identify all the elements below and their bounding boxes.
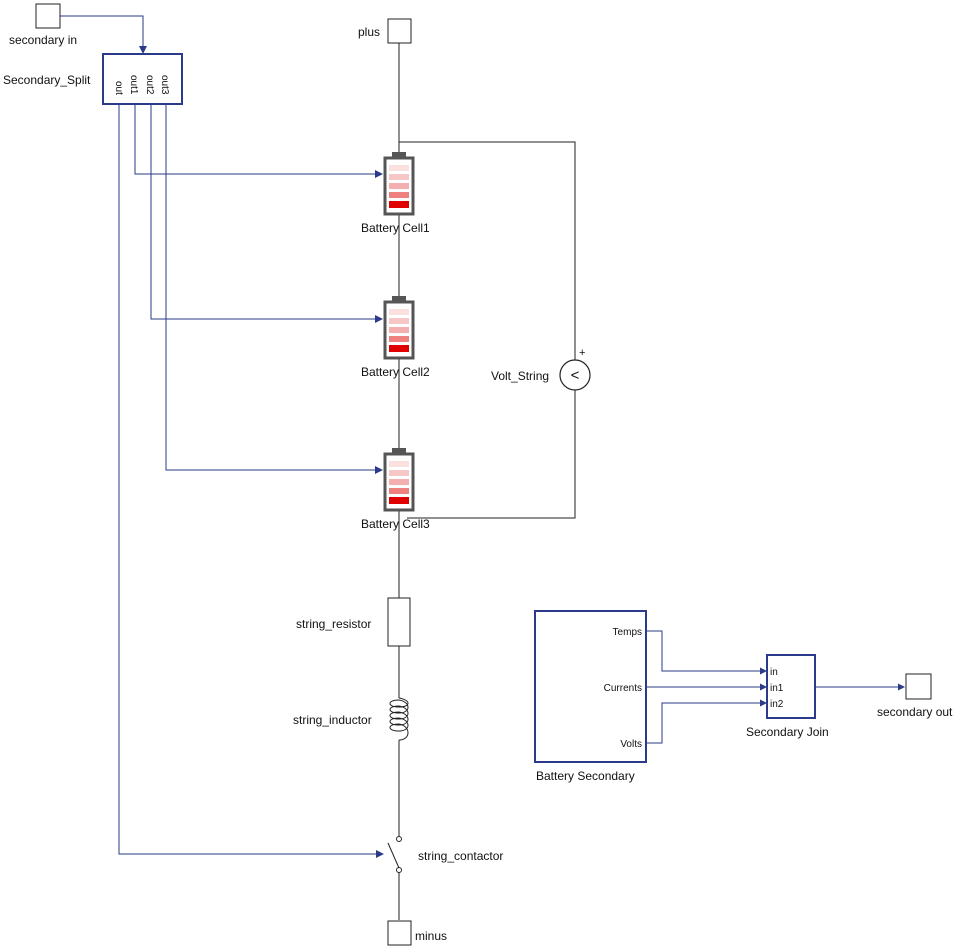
volt-string-symbol: < [571,367,580,384]
string-resistor-block[interactable] [387,597,411,647]
signal-lines [60,15,905,858]
battery-cell-3-label: Battery Cell3 [361,517,430,531]
string-inductor-coil[interactable] [389,697,409,741]
split-port-out3: out3 [159,75,170,95]
join-port-in1: in1 [770,683,784,694]
string-inductor-label: string_inductor [293,713,372,727]
wire-out3-cell3[interactable] [165,104,383,474]
split-port-out1: out1 [128,75,139,95]
minus-port[interactable] [387,920,412,946]
wire-volt-minus[interactable] [407,390,576,519]
physical-lines [398,43,576,920]
join-port-in2: in2 [770,699,784,710]
wire-out2-cell2[interactable] [150,104,383,323]
secondary-join-label: Secondary Join [746,725,829,739]
secondary-split-label: Secondary_Split [3,73,91,87]
string-resistor-label: string_resistor [296,617,371,631]
volt-string-sensor[interactable] [559,359,591,391]
join-port-in: in [770,667,778,678]
wire-out1-cell1[interactable] [134,104,383,178]
battery-cell-2[interactable] [383,296,415,360]
wire-temps-in[interactable] [642,630,767,675]
secondary-split-block[interactable] [102,53,183,105]
battery-secondary-port-volts: Volts [620,739,642,750]
secondary-in-port[interactable] [35,3,61,29]
battery-secondary-port-currents: Currents [604,683,642,694]
wire-secondary-in[interactable] [60,15,147,54]
contactor-bottom-terminal [396,867,402,873]
volt-string-polarity: + [579,347,585,359]
battery-cell-2-label: Battery Cell2 [361,365,430,379]
wire-volt-plus[interactable] [399,141,576,360]
wire-volts-in2[interactable] [642,699,767,744]
secondary-out-label: secondary out [877,705,953,719]
battery-secondary-port-temps: Temps [613,627,642,638]
string-contactor-switch[interactable] [387,842,400,869]
plus-port[interactable] [387,18,412,44]
battery-cell-3[interactable] [383,448,415,512]
battery-cell-1-label: Battery Cell1 [361,221,430,235]
string-contactor-label: string_contactor [418,849,503,863]
contactor-top-terminal [396,836,402,842]
secondary-out-port[interactable] [905,673,932,700]
wire-out-contactor[interactable] [118,104,384,858]
battery-cell-1[interactable] [383,152,415,216]
plus-label: plus [358,25,380,39]
split-port-out: out [113,81,124,95]
secondary-join-block[interactable] [766,654,816,719]
minus-label: minus [415,929,447,943]
volt-string-label: Volt_String [491,369,549,383]
split-port-out2: out2 [144,75,155,95]
battery-secondary-label: Battery Secondary [536,769,635,783]
secondary-in-label: secondary in [9,33,77,47]
battery-secondary-block[interactable] [534,610,647,763]
